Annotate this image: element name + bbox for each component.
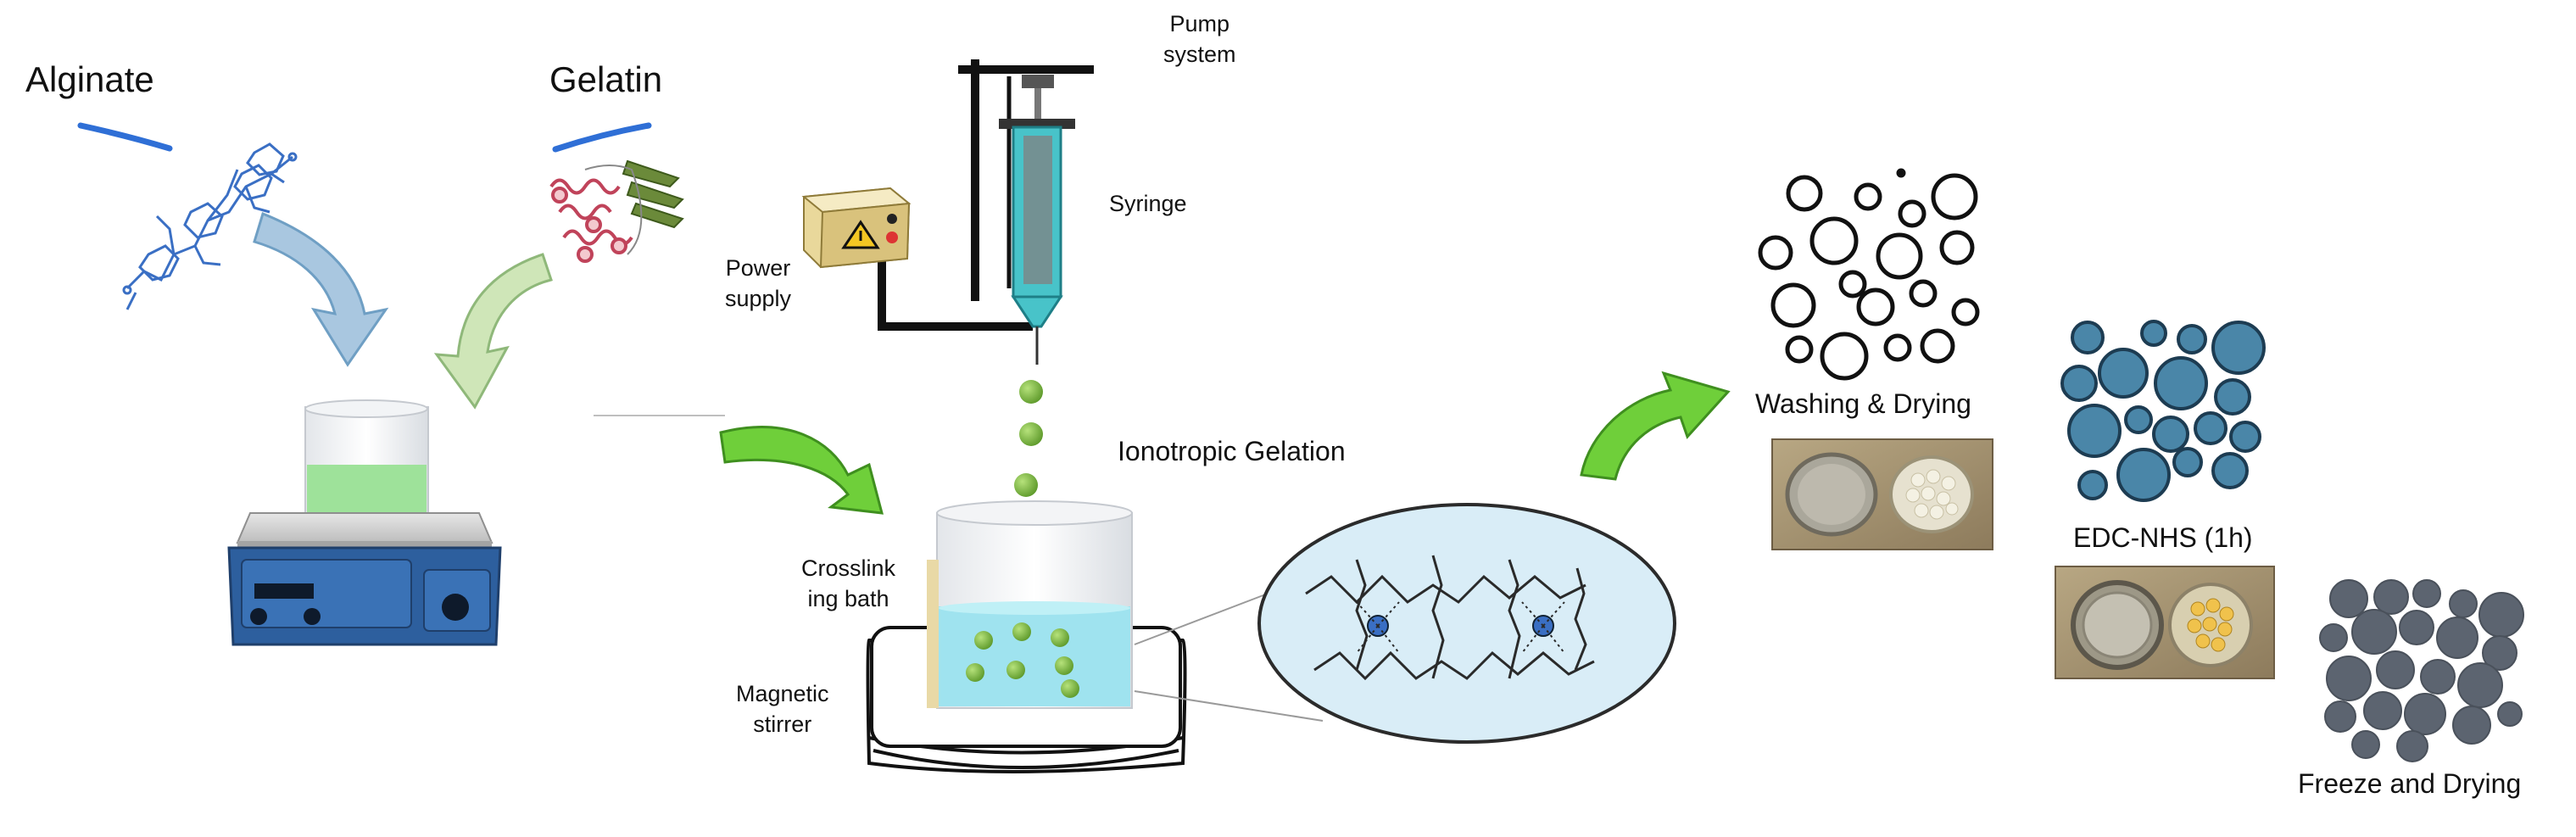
magnetic-stirrer-label: Magnetic stirrer [736, 681, 829, 737]
crosslink-network-icon [1257, 503, 1676, 744]
syringe-icon [999, 75, 1075, 365]
hot-plate-stirrer-icon [227, 399, 502, 646]
freeze-drying-label: Freeze and Drying [2298, 768, 2522, 799]
ionotropic-gelation-label: Ionotropic Gelation [1118, 436, 1346, 466]
edc-nhs-photo [2055, 566, 2275, 679]
green-arrow-icon [1580, 371, 1731, 481]
alginate-label: Alginate [25, 59, 154, 99]
beaker-icon [927, 500, 1133, 709]
pump-system-icon [878, 59, 1094, 331]
alginate-molecule-icon [77, 122, 298, 310]
green-arrow-icon [433, 253, 553, 410]
power-supply-icon [801, 187, 912, 269]
edc-nhs-beads-icon [2060, 320, 2266, 502]
warning-icon [841, 220, 880, 249]
washing-drying-label: Washing & Drying [1755, 388, 1971, 419]
power-supply-label: Power supply [725, 255, 792, 311]
gelatin-label: Gelatin [549, 59, 663, 99]
falling-beads [1014, 380, 1043, 497]
freeze-dried-beads-icon [2319, 579, 2524, 762]
green-arrow-icon [719, 426, 884, 515]
washing-photo [1771, 438, 1993, 550]
crosslinking-bath-label: Crosslink ing bath [801, 555, 896, 611]
edc-nhs-label: EDC-NHS (1h) [2073, 522, 2253, 553]
washed-beads-icon [1758, 168, 1980, 381]
gelatin-protein-icon [549, 122, 684, 263]
blue-arrow-icon [253, 211, 389, 367]
pump-system-label: Pump system [1163, 11, 1236, 67]
syringe-label: Syringe [1109, 191, 1187, 216]
